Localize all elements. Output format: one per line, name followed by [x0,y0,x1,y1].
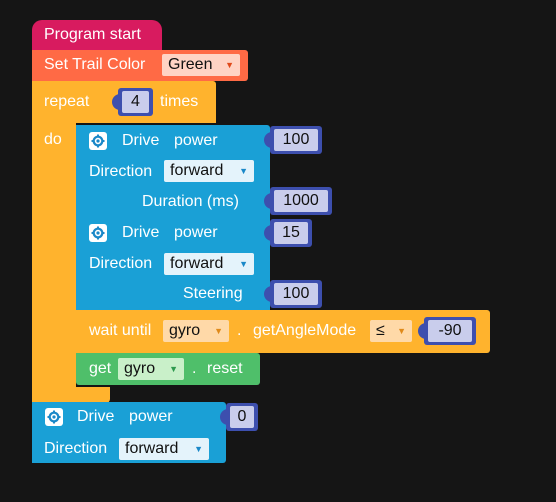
set-trail-color-block[interactable]: Set Trail Color Green ▼ [32,50,248,81]
direction-value: forward [170,162,224,179]
reset-label: reset [207,360,243,377]
direction-label: Direction [44,440,108,457]
drive-block-3[interactable]: Drive power Direction forward ▼ [32,402,226,463]
repeat-block[interactable]: repeat 4 times [32,81,216,123]
power-value[interactable]: 100 [274,129,318,151]
repeat-arm: do [32,123,76,403]
trail-color-value: Green [168,56,213,73]
gear-icon [89,224,107,242]
sensor-value: gyro [169,322,201,339]
direction-dropdown[interactable]: forward ▼ [164,253,254,275]
triangle-down-icon: ▼ [214,326,223,336]
direction-label: Direction [89,163,153,180]
sensor-dropdown[interactable]: gyro ▼ [118,358,184,380]
times-label: times [160,93,199,110]
program-start-label: Program start [44,26,141,43]
triangle-down-icon: ▼ [225,60,234,70]
repeat-bottom [32,387,110,403]
duration-value[interactable]: 1000 [274,190,328,212]
method-label: getAngleMode [253,322,357,339]
wait-until-block[interactable]: wait until gyro ▼ . getAngleMode ≤ ▼ -90 [76,310,490,353]
drive-block-1[interactable]: Drive power Direction forward ▼ Duration… [76,125,270,218]
dot-label: . [192,360,197,377]
power-label: power [174,224,218,241]
triangle-down-icon: ▼ [239,259,248,269]
drive-label: Drive [77,408,115,425]
gear-icon [89,132,107,150]
drive-label: Drive [122,132,160,149]
dot-label: . [237,322,242,339]
power-value-slot[interactable]: 100 [264,126,322,154]
trail-color-dropdown[interactable]: Green ▼ [162,54,240,76]
repeat-count-slot[interactable]: 4 [112,88,153,116]
drive-block-2[interactable]: Drive power Direction forward ▼ Steering [76,218,270,310]
triangle-down-icon: ▼ [194,444,203,454]
wait-until-label: wait until [89,322,152,339]
direction-label: Direction [89,255,153,272]
direction-dropdown[interactable]: forward ▼ [119,438,209,460]
repeat-label: repeat [44,93,90,110]
do-label: do [44,131,62,148]
sensor-dropdown[interactable]: gyro ▼ [163,320,229,342]
steering-value[interactable]: 100 [274,283,318,305]
operator-dropdown[interactable]: ≤ ▼ [370,320,412,342]
power-value[interactable]: 0 [230,406,254,428]
power-value-slot[interactable]: 0 [220,403,258,431]
repeat-count-value[interactable]: 4 [122,91,149,113]
drive-label: Drive [122,224,160,241]
power-label: power [174,132,218,149]
get-gyro-block[interactable]: get gyro ▼ . reset [76,353,260,385]
power-label: power [129,408,173,425]
steering-label: Steering [183,285,243,302]
triangle-down-icon: ▼ [397,326,406,336]
sensor-value: gyro [124,360,156,377]
program-start-block[interactable]: Program start [32,20,162,50]
triangle-down-icon: ▼ [239,166,248,176]
direction-value: forward [125,440,179,457]
duration-value-slot[interactable]: 1000 [264,187,332,215]
gear-icon [45,408,63,426]
compare-value[interactable]: -90 [428,320,472,342]
compare-value-slot[interactable]: -90 [418,317,476,345]
get-label: get [89,360,112,377]
operator-value: ≤ [376,322,385,339]
direction-dropdown[interactable]: forward ▼ [164,160,254,182]
triangle-down-icon: ▼ [169,364,178,374]
set-trail-color-label: Set Trail Color [44,56,146,73]
direction-value: forward [170,255,224,272]
duration-label: Duration (ms) [142,193,239,210]
steering-value-slot[interactable]: 100 [264,280,322,308]
power-value-slot[interactable]: 15 [264,219,312,247]
power-value[interactable]: 15 [274,222,308,244]
